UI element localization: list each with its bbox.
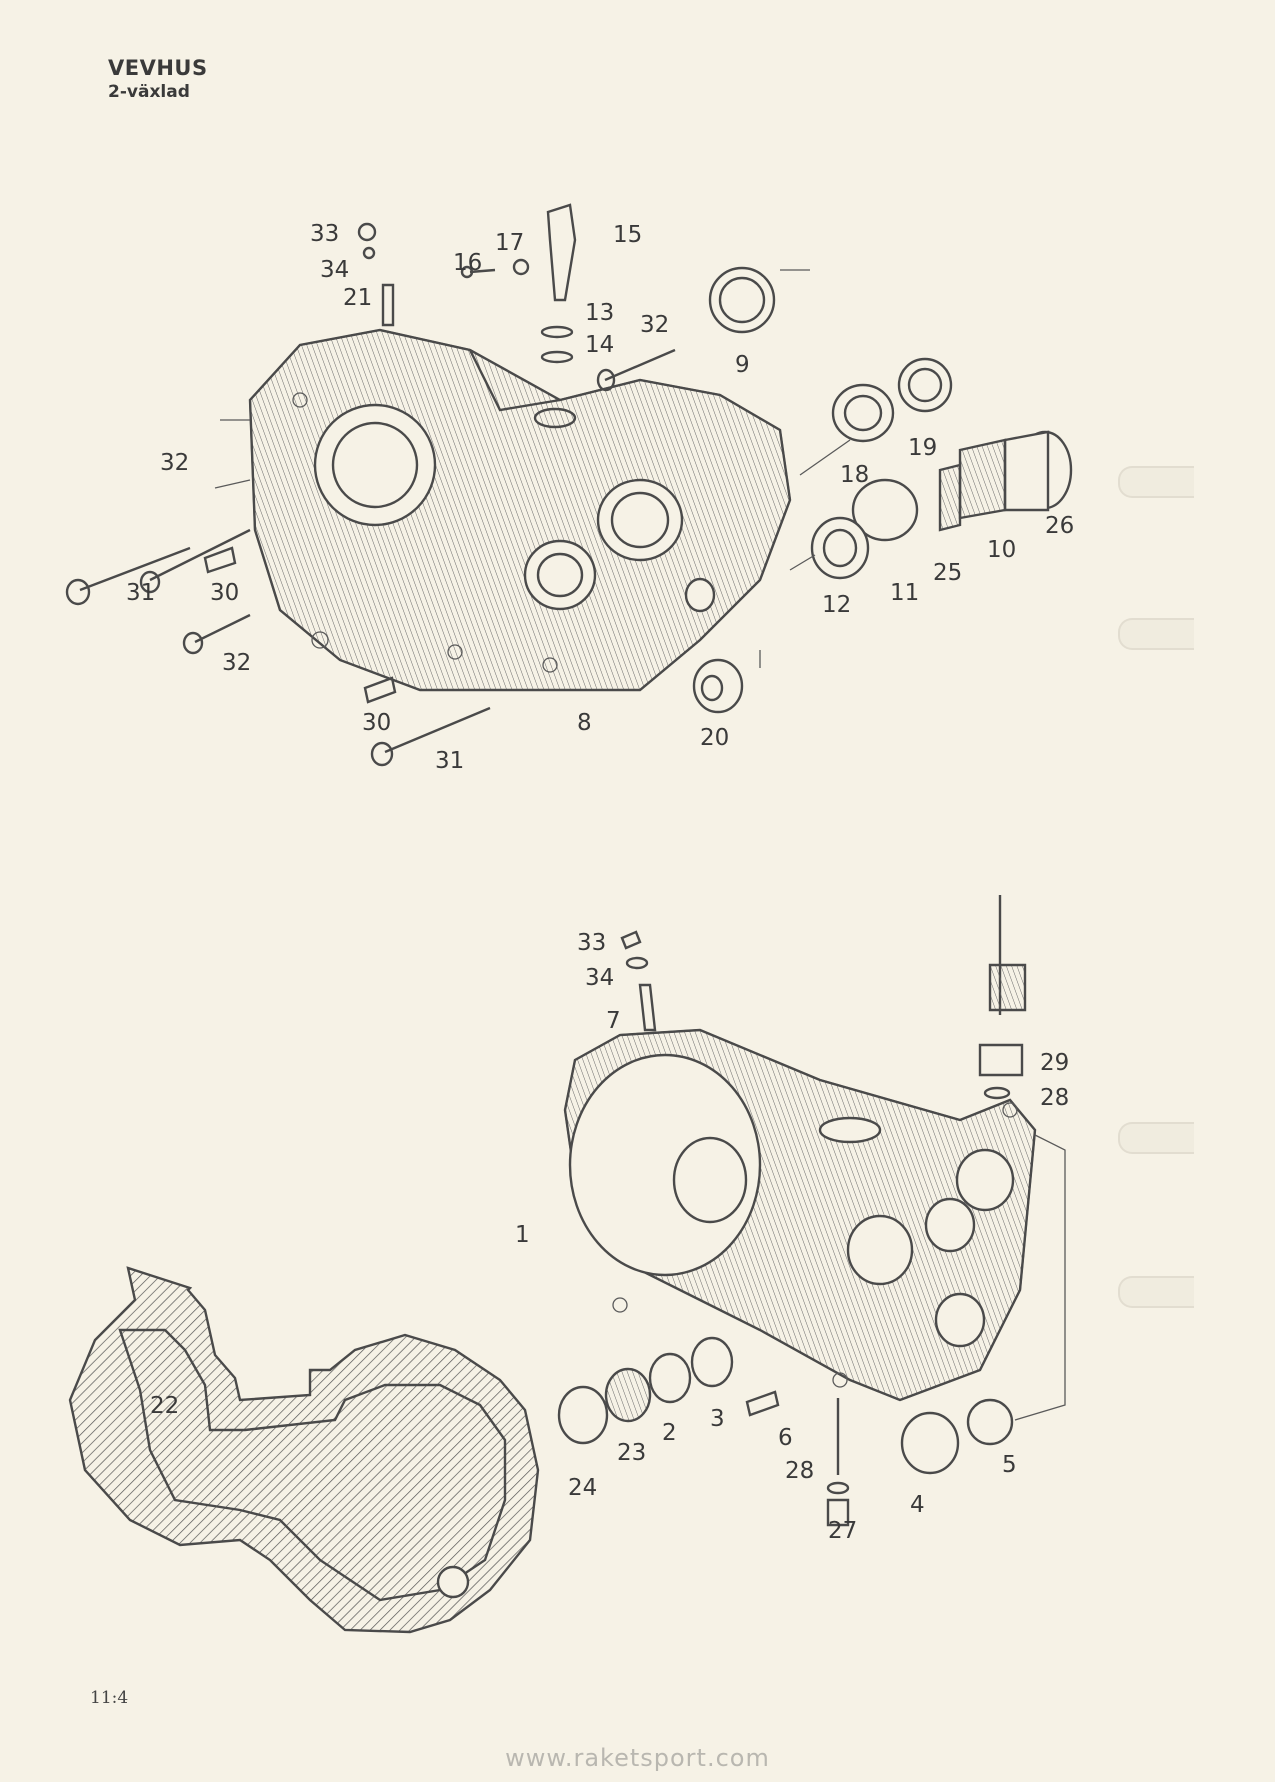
gasket-drawing: [68, 1266, 540, 1634]
callout-label: 6: [778, 1425, 793, 1451]
callout-label: 7: [606, 1008, 621, 1034]
callout-label: 21: [343, 285, 372, 311]
callout-label: 33: [577, 930, 606, 956]
callout-label: 19: [908, 435, 937, 461]
page-title: VEVHUS: [108, 56, 208, 80]
callout-label: 27: [828, 1518, 857, 1544]
lower-crankcase-drawing: [563, 1028, 1037, 1402]
callout-label: 18: [840, 462, 869, 488]
callout-label: 34: [320, 257, 349, 283]
callout-label: 5: [1002, 1452, 1017, 1478]
callout-label: 26: [1045, 513, 1074, 539]
callout-label: 30: [362, 710, 391, 736]
callout-label: 22: [150, 1393, 179, 1419]
callout-label: 10: [987, 537, 1016, 563]
binder-hole: [1118, 1122, 1194, 1154]
callout-label: 29: [1040, 1050, 1069, 1076]
binder-hole: [1118, 466, 1194, 498]
lower-loose-parts: [557, 895, 1066, 1527]
callout-label: 12: [822, 592, 851, 618]
callout-label: 33: [310, 221, 339, 247]
callout-label: 11: [890, 580, 919, 606]
callout-label: 32: [222, 650, 251, 676]
callout-label: 28: [1040, 1085, 1069, 1111]
callout-label: 4: [910, 1492, 925, 1518]
upper-callouts: 33 34 21 16 17 15 13 14 32 9 32 18 19 31…: [126, 221, 1074, 774]
callout-label: 2: [662, 1420, 677, 1446]
callout-label: 28: [785, 1458, 814, 1484]
callout-label: 31: [126, 580, 155, 606]
callout-label: 30: [210, 580, 239, 606]
upper-loose-parts: [65, 203, 1073, 767]
callout-label: 16: [453, 250, 482, 276]
callout-label: 32: [160, 450, 189, 476]
lower-callouts: 33 34 7 29 28 1 22 24 23 2 3 6 28 27 4 5: [150, 930, 1069, 1544]
callout-label: 15: [613, 222, 642, 248]
callout-label: 25: [933, 560, 962, 586]
callout-label: 23: [617, 1440, 646, 1466]
callout-label: 17: [495, 230, 524, 256]
callout-label: 14: [585, 332, 614, 358]
callout-label: 9: [735, 352, 750, 378]
callout-label: 13: [585, 300, 614, 326]
callout-label: 24: [568, 1475, 597, 1501]
callout-label: 3: [710, 1406, 725, 1432]
callout-label: 1: [515, 1222, 530, 1248]
page-number: 11:4: [90, 1688, 129, 1708]
callout-label: 8: [577, 710, 592, 736]
upper-crankcase-drawing: [248, 328, 792, 692]
page-subtitle: 2-växlad: [108, 82, 190, 102]
callout-label: 32: [640, 312, 669, 338]
binder-hole: [1118, 1276, 1194, 1308]
watermark-url: www.raketsport.com: [505, 1744, 770, 1772]
callout-label: 20: [700, 725, 729, 751]
callout-label: 31: [435, 748, 464, 774]
callout-label: 34: [585, 965, 614, 991]
binder-hole: [1118, 618, 1194, 650]
